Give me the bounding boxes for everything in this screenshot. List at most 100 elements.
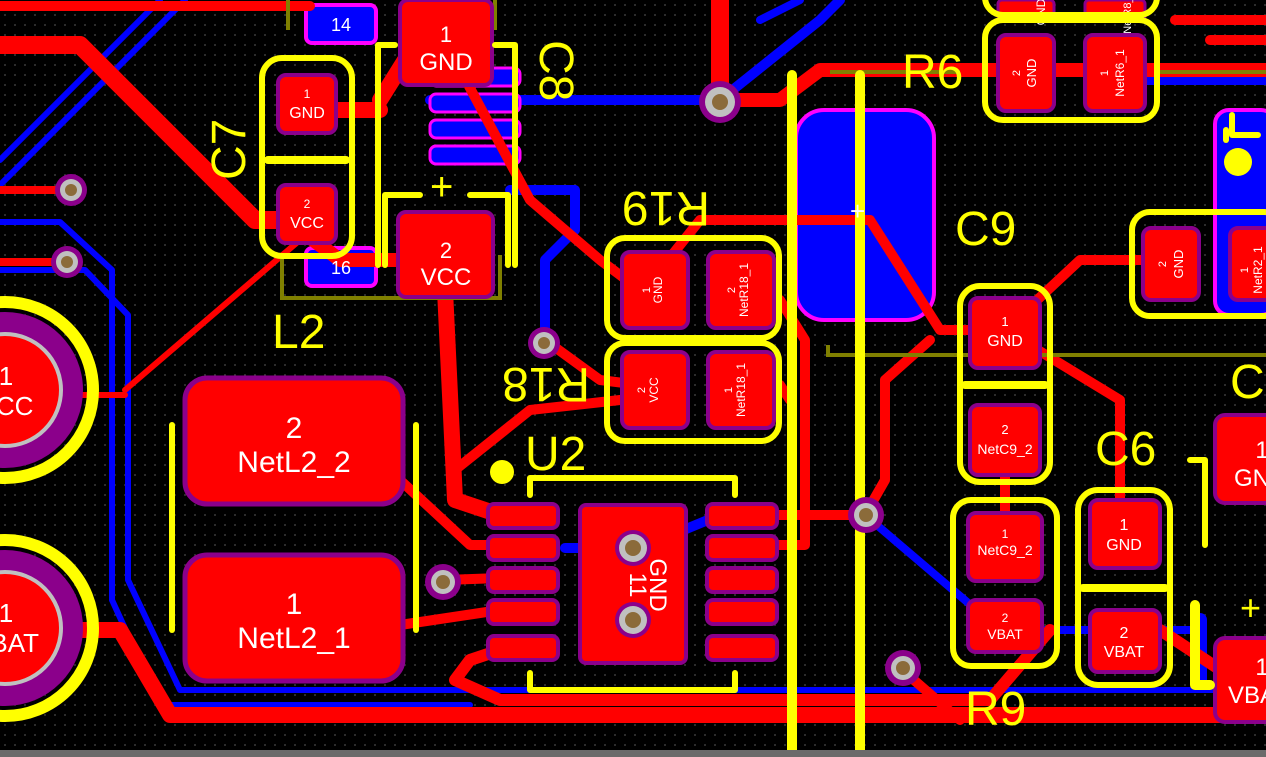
top-trace xyxy=(437,282,508,523)
top-trace xyxy=(122,237,303,393)
connector-vcc-ring xyxy=(0,296,99,484)
connector-vbat-copper xyxy=(0,570,63,686)
pad-r18-1-net: NetR18_1 xyxy=(734,363,748,417)
via xyxy=(885,650,921,686)
ref-c6: C6 xyxy=(1095,423,1156,476)
silk-top-partial xyxy=(982,0,1160,18)
via xyxy=(425,564,461,600)
pad-l2-2 xyxy=(182,375,406,507)
pad-c7-1-net: GND xyxy=(289,105,325,122)
pad-r19-2-net: NetR18_1 xyxy=(737,263,751,317)
silk-pin1-dot-u2 xyxy=(490,460,514,484)
pad-c8-2-num: 2 xyxy=(440,238,452,263)
ref-c9: C9 xyxy=(955,203,1016,256)
polarity-mark-bottom-pad: + xyxy=(850,196,865,226)
bottom-trace xyxy=(756,0,804,24)
pad-c-right-1-net: GN xyxy=(1234,465,1266,492)
pad-c6-1-num: 1 xyxy=(1120,517,1129,534)
pad-c6-2-num: 2 xyxy=(1120,625,1129,642)
pad-right-gnd-num: 2 xyxy=(1157,261,1169,267)
pad-c6-2 xyxy=(1088,608,1162,674)
bottom-pad-14-label: 14 xyxy=(331,15,351,35)
pad-vbat-right-net: VBA xyxy=(1228,682,1266,709)
silk-c7-outline xyxy=(259,55,355,259)
pad-right-partial-num: 1 xyxy=(1239,267,1251,273)
via xyxy=(51,246,83,278)
pad-c8-1-net: GND xyxy=(419,49,472,76)
u2-pin-pads xyxy=(486,502,779,662)
pad-l2-1-num: 1 xyxy=(286,588,303,621)
connector-vbat-net: VBAT xyxy=(0,628,39,658)
silk-pin1-dot-right xyxy=(1224,148,1252,176)
pad-c8-2 xyxy=(396,210,495,299)
via xyxy=(615,530,651,566)
ref-designators: C7 C8 L2 R19 R18 U2 C9 C6 R9 R6 C xyxy=(203,40,1265,736)
silk-u2-outline xyxy=(527,475,738,498)
pad-r9-1-net: NetC9_2 xyxy=(977,542,1032,558)
pad-r19-2-num: 2 xyxy=(726,287,738,293)
silk-r18-outline xyxy=(604,340,782,444)
ref-r6: R6 xyxy=(902,46,963,99)
via xyxy=(615,602,651,638)
silk-right-gnd-outline xyxy=(1129,209,1266,319)
pad-c-right-1 xyxy=(1213,413,1266,505)
pad-r18-2 xyxy=(620,350,690,430)
bottom-pad-14 xyxy=(304,3,378,45)
pad-r9-2-num: 2 xyxy=(1002,611,1009,625)
pad-r6-1 xyxy=(1083,33,1147,113)
silk-r19-outline xyxy=(604,235,782,341)
pad-right-partial xyxy=(1228,226,1266,302)
pad-c7-2-num: 2 xyxy=(304,197,311,211)
pad-r6-1-num: 1 xyxy=(1099,70,1111,76)
pad-c-right-1-num: 1 xyxy=(1255,437,1266,464)
pad-r19-1 xyxy=(620,250,690,330)
bottom-trace xyxy=(0,0,163,163)
pad-r18-1 xyxy=(706,350,776,430)
polarity-mark-c8: + xyxy=(430,165,453,209)
via xyxy=(55,174,87,206)
top-trace xyxy=(860,335,935,520)
pad-c8-1-num: 1 xyxy=(440,22,452,47)
ref-l2: L2 xyxy=(272,306,325,359)
pad-c9-2 xyxy=(968,403,1042,477)
via xyxy=(528,327,560,359)
pad-l2-1-net: NetL2_1 xyxy=(237,622,350,655)
silkscreen-layer xyxy=(169,0,1266,757)
ref-r9: R9 xyxy=(965,683,1026,736)
pad-c9-1-net: GND xyxy=(987,333,1023,350)
pad-u2-11-net: GND xyxy=(644,558,671,611)
pad-r6-2-num: 2 xyxy=(1011,70,1023,76)
pad-r6-2 xyxy=(996,33,1056,113)
vias xyxy=(51,81,921,686)
via xyxy=(699,81,741,123)
bottom-trace xyxy=(0,219,473,708)
top-trace xyxy=(449,624,1056,706)
pad-c9-2-net: NetC9_2 xyxy=(977,441,1032,457)
via xyxy=(848,497,884,533)
pad-c9-2-num: 2 xyxy=(1001,422,1008,437)
pad-c9-1 xyxy=(968,296,1042,370)
bottom-trace xyxy=(425,0,845,105)
pad-r9-2-net: VBAT xyxy=(987,626,1023,642)
pad-c9-1-num: 1 xyxy=(1001,314,1008,329)
silk-r6-outline xyxy=(982,17,1160,123)
pad-c6-1-net: GND xyxy=(1106,537,1142,554)
pad-u2-11-num: 11 xyxy=(624,573,651,598)
pad-c6-2-net: VBAT xyxy=(1104,644,1145,661)
ref-r18: R18 xyxy=(502,357,590,410)
pad-c7-2-net: VCC xyxy=(290,215,324,232)
pad-r19-2 xyxy=(706,250,776,330)
top-trace xyxy=(450,395,625,475)
silk-c9-outline xyxy=(957,283,1053,485)
pad-l2-2-num: 2 xyxy=(286,412,303,445)
pad-c7-1-num: 1 xyxy=(304,87,311,101)
pad-c7-2 xyxy=(276,183,338,245)
pad-vbat-right-num: 1 xyxy=(1255,654,1266,681)
silk-c6-outline xyxy=(1075,487,1173,688)
pad-r19-1-net: GND xyxy=(651,276,665,303)
polarity-mark-right: + xyxy=(1240,587,1261,628)
ref-c-partial: C xyxy=(1230,356,1265,409)
silk-c8-outline xyxy=(375,42,398,268)
